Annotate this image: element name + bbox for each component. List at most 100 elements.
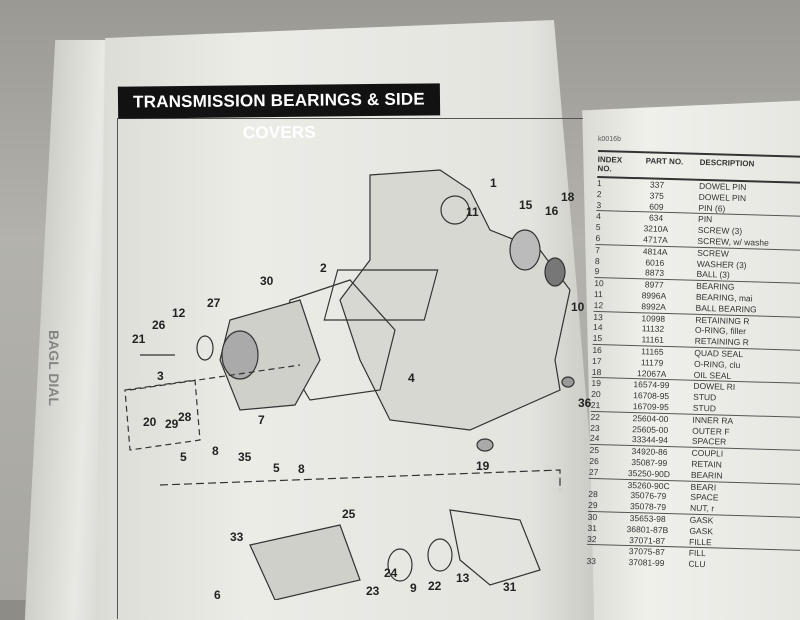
callout-20: 20 xyxy=(143,415,157,429)
callout-6: 6 xyxy=(214,588,221,602)
part-no-cell: 11161 xyxy=(641,334,665,346)
index-cell: 22 xyxy=(590,411,601,422)
part-no-cell: 35250-90D xyxy=(627,467,671,479)
callout-12: 12 xyxy=(172,306,186,320)
index-cell: 14 xyxy=(592,322,603,333)
index-cell: 3 xyxy=(596,199,602,210)
index-cell: 12 xyxy=(593,299,604,310)
figure-code: k0016b xyxy=(598,136,621,143)
case-opening xyxy=(323,269,439,321)
index-cell: 9 xyxy=(594,266,600,277)
callout-5: 5 xyxy=(180,450,187,464)
index-cell: 30 xyxy=(587,511,598,523)
header-description: DESCRIPTION xyxy=(699,157,755,169)
index-cell: 19 xyxy=(591,378,602,389)
callout-11: 11 xyxy=(466,205,479,219)
screw-36 xyxy=(561,376,575,388)
part-no-cell: 37071-87 xyxy=(629,534,666,546)
part-no-cell: 8992A xyxy=(641,301,667,312)
index-cell: 6 xyxy=(595,232,601,244)
index-cell: 23 xyxy=(590,422,600,433)
callout-25: 25 xyxy=(342,507,356,521)
index-cell: 28 xyxy=(588,489,598,500)
index-cell: 20 xyxy=(591,389,601,400)
index-cell: 15 xyxy=(592,333,603,344)
bearing-12 xyxy=(221,330,259,380)
side-cover-27 xyxy=(219,299,321,411)
callout-26: 26 xyxy=(152,318,166,332)
part-no-cell: 16709-95 xyxy=(632,401,669,413)
callout-27: 27 xyxy=(207,296,221,310)
index-cell: 8 xyxy=(594,255,600,266)
gasket-31 xyxy=(449,509,541,586)
bearing-11 xyxy=(509,229,541,271)
part-no-cell: 37081-99 xyxy=(628,557,665,569)
callout-5: 5 xyxy=(273,461,280,475)
callout-8: 8 xyxy=(298,462,305,476)
exploded-diagram xyxy=(124,169,575,600)
case-bore xyxy=(440,195,470,225)
index-cell: 29 xyxy=(587,499,598,511)
index-cell: 11 xyxy=(593,288,603,300)
index-cell: 26 xyxy=(589,455,599,467)
callout-13: 13 xyxy=(456,571,470,585)
callout-22: 22 xyxy=(428,579,442,593)
index-cell: 4 xyxy=(596,211,602,222)
index-cell: 10 xyxy=(594,278,604,289)
callout-3: 3 xyxy=(157,369,164,383)
callout-33: 33 xyxy=(230,530,244,544)
index-cell: 33 xyxy=(586,555,597,567)
part-no-cell: 12067A xyxy=(637,367,667,379)
index-cell: 31 xyxy=(587,522,598,533)
callout-4: 4 xyxy=(408,371,415,385)
part-no-cell: 4717A xyxy=(643,234,668,245)
callout-19: 19 xyxy=(476,459,490,473)
bearing-10 xyxy=(544,257,566,287)
callout-10: 10 xyxy=(571,300,585,314)
retaining-ring-13 xyxy=(427,538,453,572)
callout-2: 2 xyxy=(320,261,327,275)
index-cell: 32 xyxy=(587,533,597,544)
callout-35: 35 xyxy=(238,450,252,464)
oring-26 xyxy=(196,335,214,361)
callout-36: 36 xyxy=(578,396,592,410)
part-22 xyxy=(387,548,413,582)
callout-24: 24 xyxy=(384,566,398,580)
callout-28: 28 xyxy=(178,410,192,424)
part-no-cell: 33344-94 xyxy=(631,434,669,446)
part-no-cell: 609 xyxy=(649,201,664,212)
callout-8: 8 xyxy=(212,444,219,458)
callout-7: 7 xyxy=(258,413,265,427)
callout-31: 31 xyxy=(503,580,517,594)
index-cell: 21 xyxy=(590,399,601,411)
callout-1: 1 xyxy=(490,176,497,190)
index-cell xyxy=(589,478,619,490)
callout-21: 21 xyxy=(132,332,146,346)
dowel-19 xyxy=(476,438,494,452)
index-cell: 18 xyxy=(591,366,602,377)
callout-30: 30 xyxy=(260,274,274,288)
index-cell: 1 xyxy=(596,177,602,189)
index-cell: 2 xyxy=(596,188,602,199)
callout-9: 9 xyxy=(410,581,417,595)
callout-18: 18 xyxy=(561,190,575,204)
index-cell: 16 xyxy=(592,344,603,356)
header-index: INDEX NO. xyxy=(597,154,623,174)
part-no-cell: 8873 xyxy=(644,267,665,279)
header-part-no: PART NO. xyxy=(645,156,684,167)
index-cell: 25 xyxy=(589,445,600,456)
index-cell: 13 xyxy=(593,311,603,322)
part-no-cell: 35078-79 xyxy=(629,501,667,513)
callout-15: 15 xyxy=(519,198,533,212)
index-cell: 24 xyxy=(589,433,600,444)
clutch-cover-33 xyxy=(249,524,361,600)
index-cell xyxy=(587,545,617,557)
right-page xyxy=(582,100,800,620)
callout-16: 16 xyxy=(545,204,559,218)
callout-23: 23 xyxy=(366,584,380,598)
index-cell: 17 xyxy=(591,355,602,366)
index-cell: 5 xyxy=(595,222,601,233)
callout-29: 29 xyxy=(165,417,179,431)
index-cell: 27 xyxy=(588,466,599,477)
